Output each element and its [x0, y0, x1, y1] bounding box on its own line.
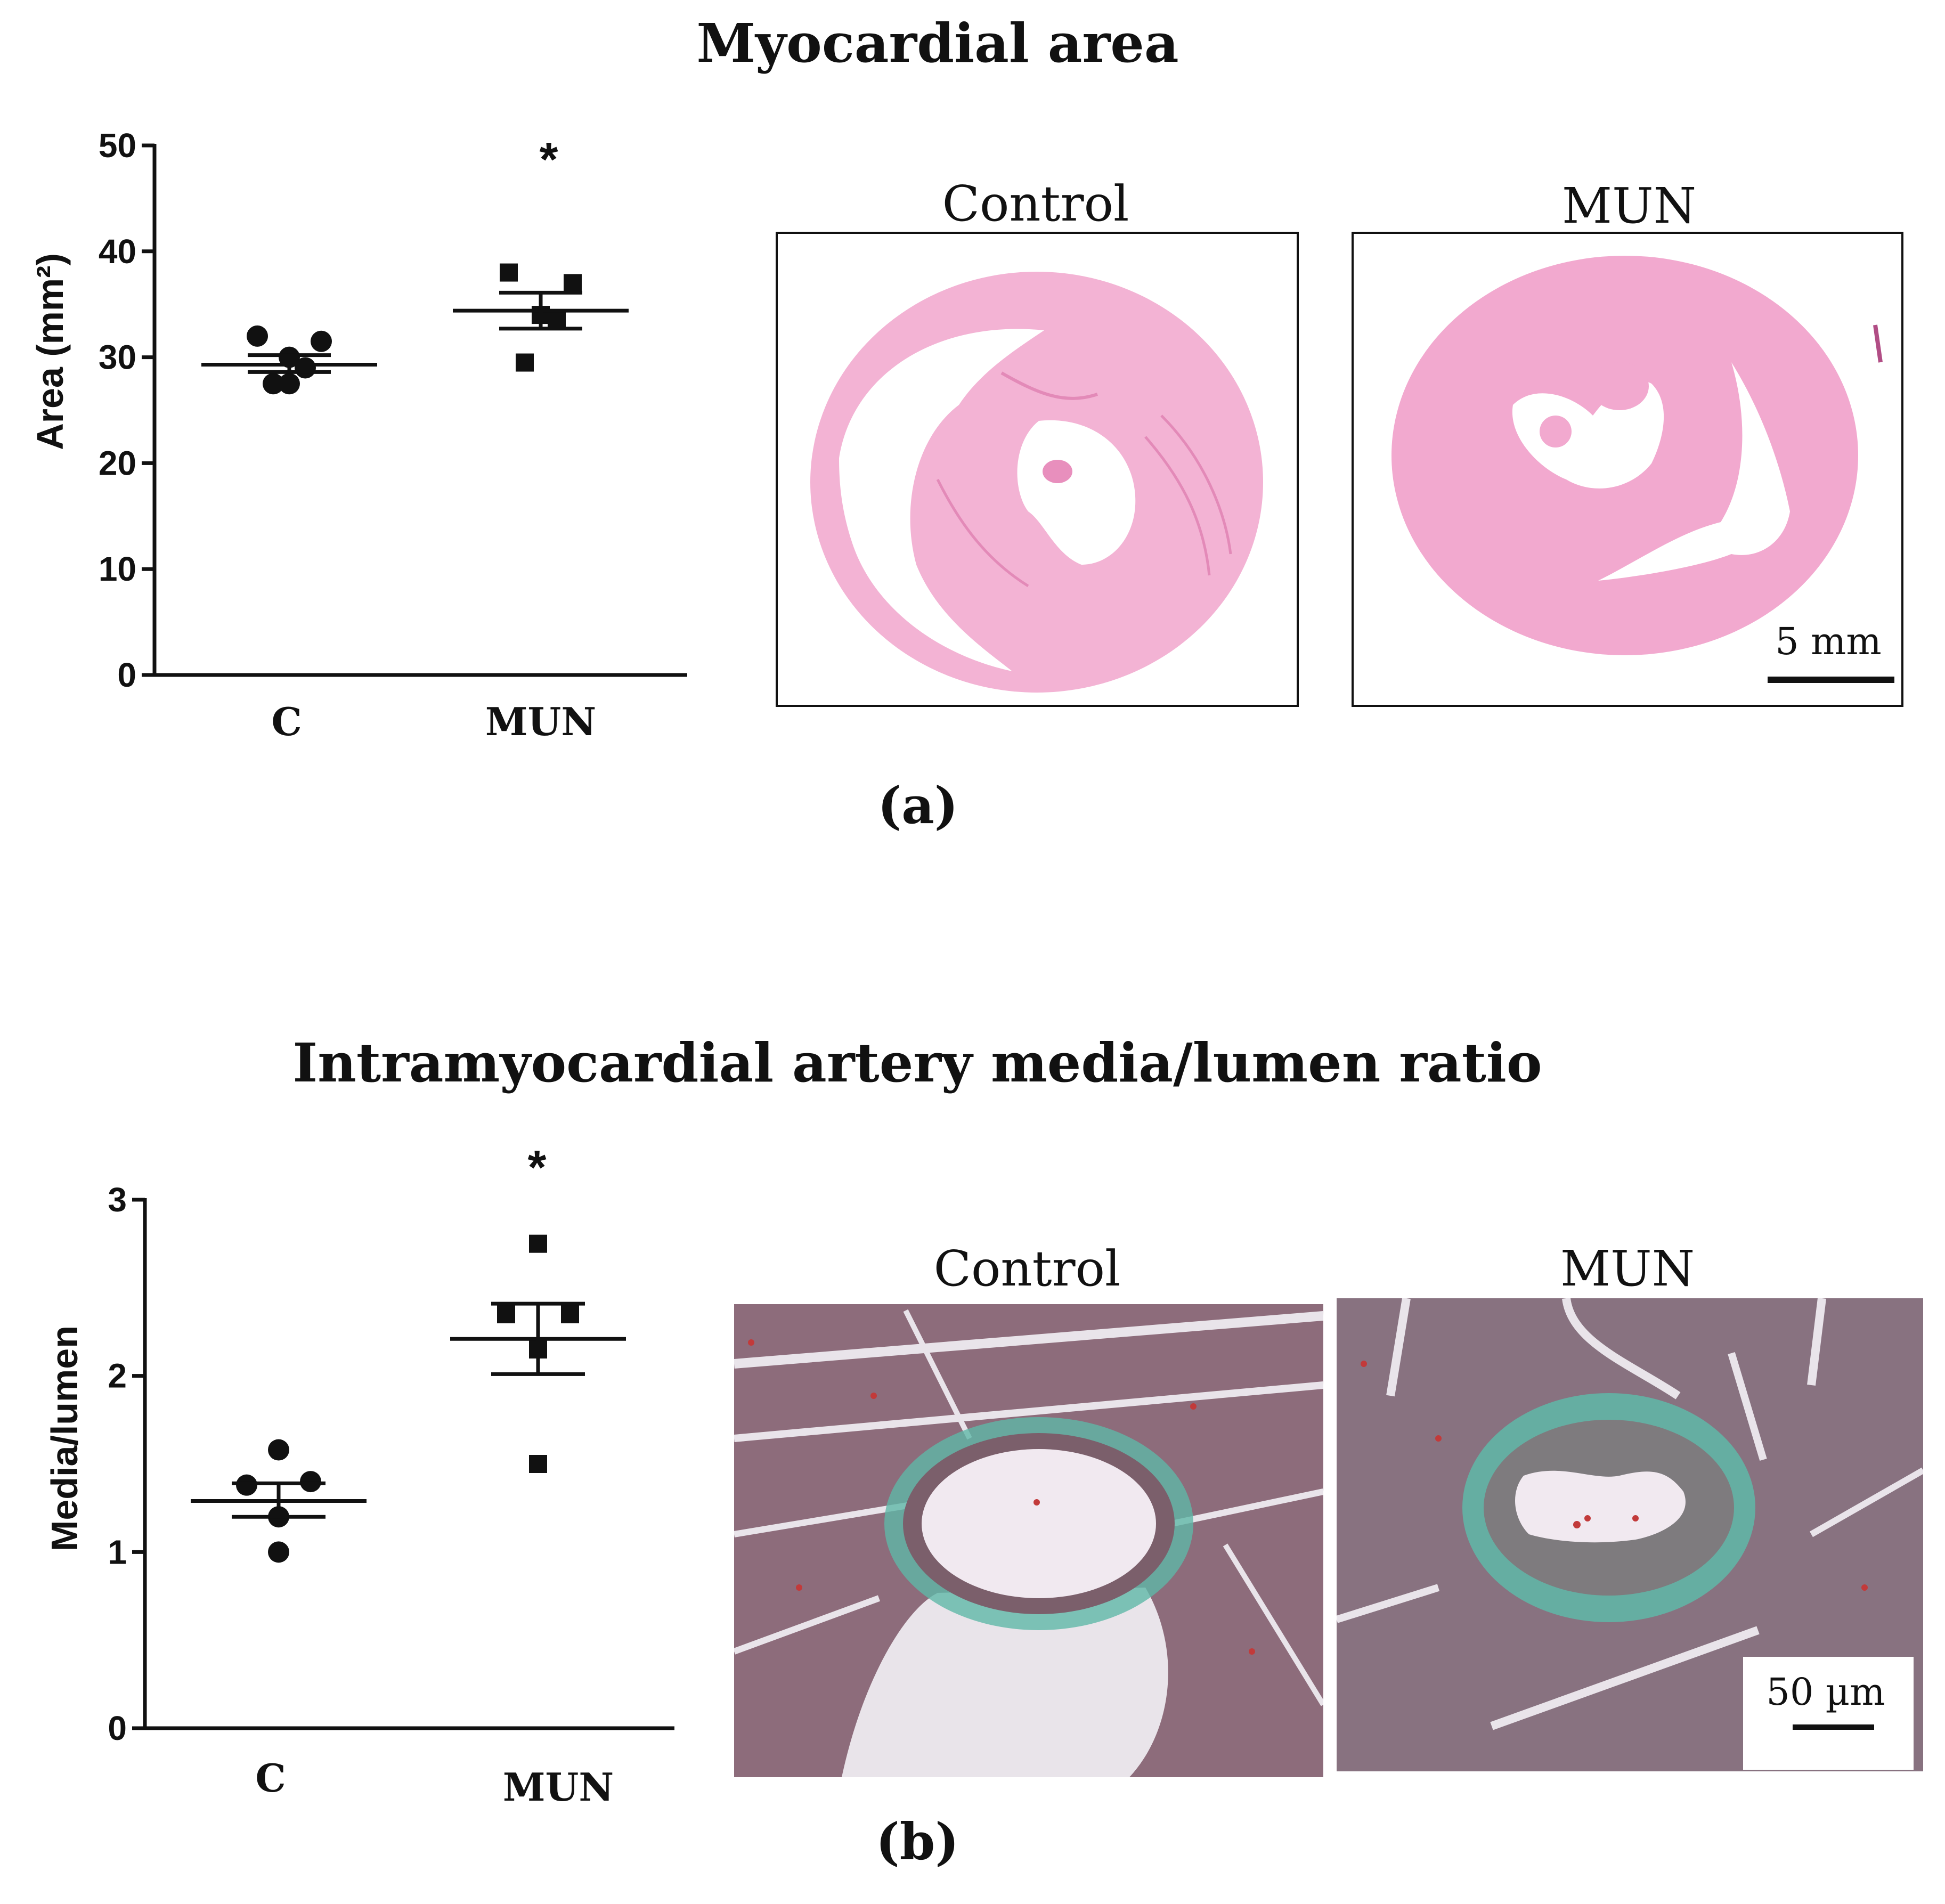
data-point	[268, 1439, 289, 1461]
panel-b-scale-bar: 50 µm	[1766, 1670, 1885, 1730]
panel-a-mun-image	[1352, 232, 1903, 707]
chart-b-y-axis-label: Media/lumen	[44, 1325, 85, 1551]
data-point	[548, 311, 566, 330]
y-tick-label: 20	[99, 444, 136, 482]
panel-b-label: (b)	[876, 1812, 959, 1872]
y-tick-label: 1	[108, 1533, 127, 1571]
data-point	[564, 274, 582, 292]
chart-a-significance-star: *	[539, 133, 558, 186]
panel-a-scale-text: 5 mm	[1775, 620, 1882, 663]
y-tick-label: 30	[99, 338, 136, 377]
data-point	[268, 1541, 289, 1563]
chart-b-ticks: 0 1 2 3	[108, 1181, 145, 1747]
panel-b-mun-title: MUN	[1560, 1240, 1695, 1297]
chart-b-category-mun: MUN	[503, 1764, 614, 1810]
panel-b-control-title: Control	[934, 1240, 1121, 1297]
data-point	[295, 357, 316, 379]
panel-a-scale-bar: 5 mm	[1768, 620, 1894, 683]
y-tick-label: 50	[99, 126, 136, 165]
y-tick-label: 10	[99, 550, 136, 588]
chart-a-ticks: 0 10 20 30 40 50	[99, 126, 154, 694]
panel-a-label: (a)	[877, 776, 958, 835]
panel-b-title: Intramyocardial artery media/lumen ratio	[292, 1031, 1542, 1094]
y-tick-label: 40	[99, 232, 136, 271]
data-point	[561, 1305, 579, 1323]
data-point	[279, 373, 300, 395]
y-tick-label: 3	[108, 1181, 127, 1219]
chart-a-y-axis-label: Area (mm²)	[29, 253, 71, 450]
data-point	[529, 1234, 547, 1253]
chart-b-marks	[191, 1234, 626, 1563]
chart-a-category-mun: MUN	[485, 699, 596, 744]
panel-a-title: Myocardial area	[696, 12, 1178, 75]
panel-b-control-image	[734, 1304, 1323, 1777]
chart-b-significance-star: *	[527, 1141, 546, 1194]
panel-b-mun-image	[1337, 1298, 1923, 1771]
data-point	[516, 353, 534, 372]
chart-b-category-c: C	[255, 1755, 286, 1801]
data-point	[529, 1455, 547, 1473]
data-point	[311, 330, 332, 352]
chart-b: 0 1 2 3 Media/lumen C MUN *	[44, 1141, 674, 1810]
panel-a-control-image	[776, 232, 1299, 707]
data-point	[497, 1305, 515, 1323]
chart-a-marks	[201, 263, 629, 395]
data-point	[247, 325, 268, 347]
y-tick-label: 0	[117, 656, 136, 694]
data-point	[263, 373, 284, 395]
chart-a: 0 10 20 30 40 50 Area (mm²) C MUN *	[29, 126, 687, 744]
data-point	[500, 263, 518, 282]
y-tick-label: 0	[108, 1709, 127, 1747]
chart-a-category-c: C	[271, 699, 302, 744]
y-tick-label: 2	[108, 1357, 127, 1395]
panel-a-mun-title: MUN	[1562, 177, 1696, 234]
panel-b-scale-text: 50 µm	[1766, 1670, 1885, 1714]
panel-a-control-title: Control	[942, 175, 1129, 232]
